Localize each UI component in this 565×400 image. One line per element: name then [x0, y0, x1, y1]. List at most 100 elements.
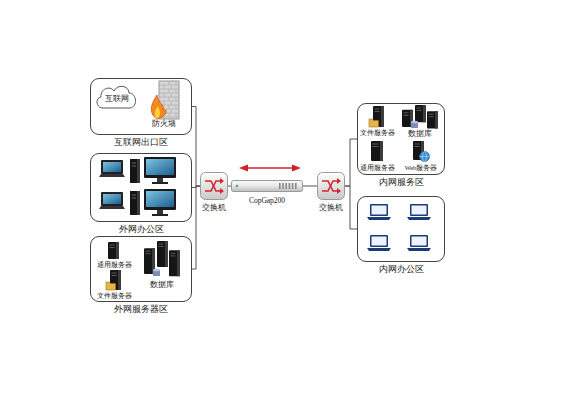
device-label: CopGap200 — [229, 197, 305, 206]
server-slot — [414, 146, 419, 147]
zone-group: 外网办公区 — [90, 153, 192, 222]
zone-group: 互联网防火墙互联网出口区 — [90, 78, 192, 135]
device-label: 文件服务器 — [358, 129, 396, 137]
brick-joint — [164, 101, 165, 105]
db-icon — [144, 241, 180, 276]
server-slot — [429, 116, 434, 117]
zone-heading: 外网服务器区 — [90, 304, 192, 314]
brick-joint — [169, 113, 170, 117]
server-slot — [159, 244, 164, 245]
brick-joint — [169, 81, 170, 85]
server-slot — [110, 245, 115, 246]
zone-box — [357, 196, 445, 262]
server-slot — [146, 251, 151, 252]
server-shape — [371, 141, 384, 161]
firewall-node: 防火墙 — [141, 81, 187, 131]
device-vent — [289, 183, 291, 189]
arrow-head — [239, 165, 248, 172]
zone-group: 文件服务器数据库通用服务器Web服务器内网服务区 — [357, 103, 445, 175]
flame — [151, 95, 166, 119]
server-slot — [146, 253, 151, 254]
brick-joint — [176, 89, 177, 93]
switch-arrow — [205, 181, 221, 191]
server-slot — [110, 247, 115, 248]
server-slot — [414, 144, 419, 145]
device-vent — [282, 183, 284, 189]
server-node: 通用服务器 — [358, 141, 396, 174]
db-cylinder-top — [153, 269, 160, 272]
switch-icon — [201, 173, 228, 200]
server-side — [165, 241, 168, 267]
brick-joint — [176, 97, 177, 101]
firewall-icon — [151, 81, 179, 121]
cloud-label: 互联网 — [95, 94, 139, 103]
db-shape — [143, 241, 181, 277]
brick-joint — [171, 117, 172, 119]
server-slot — [404, 115, 409, 116]
device-label: 通用服务器 — [93, 261, 135, 269]
network-link — [345, 139, 357, 186]
brick-joint — [176, 81, 177, 85]
network-link — [345, 186, 357, 229]
brick-joint — [164, 93, 165, 97]
fileserver-node: 文件服务器 — [358, 106, 396, 139]
desktop-computer — [99, 189, 176, 216]
globe — [419, 152, 429, 162]
switch-arrow-head — [337, 178, 341, 184]
server-slot — [375, 109, 380, 110]
device-label: 数据库 — [137, 281, 187, 290]
db-icon — [402, 105, 438, 129]
fileserver-icon — [106, 270, 121, 290]
web-node: Web服务器 — [398, 141, 444, 174]
brick-joint — [171, 93, 172, 97]
db-node: 数据库 — [137, 241, 187, 293]
gap-node: CopGap200 — [229, 180, 305, 216]
network-link — [192, 186, 200, 269]
zone-heading: 内网服务区 — [357, 177, 445, 187]
switch-arrow — [322, 181, 338, 191]
zone-box: 互联网防火墙 — [90, 78, 192, 135]
brick-joint — [169, 89, 170, 93]
folder — [106, 282, 116, 290]
web-icon — [413, 141, 430, 162]
brick-joint — [169, 105, 170, 109]
server-body — [169, 250, 180, 276]
switch-icon — [318, 173, 345, 200]
switch-shape — [200, 172, 228, 200]
device-label: 防火墙 — [141, 120, 187, 129]
brick-joint — [171, 109, 172, 113]
fileserver-icon — [369, 106, 384, 127]
server-side — [118, 270, 121, 290]
server-slot — [417, 110, 422, 111]
server-body — [157, 241, 168, 267]
brick-joint — [176, 113, 177, 117]
server-body — [427, 111, 438, 128]
cloud-node: 互联网 — [95, 83, 139, 111]
switch-node: 交换机 — [315, 172, 347, 216]
web-shape — [413, 141, 430, 162]
brick-joint — [176, 105, 177, 109]
server-side — [177, 250, 180, 276]
server-slot — [372, 146, 378, 147]
laptop-computer — [367, 235, 391, 251]
switch-body — [201, 173, 228, 200]
device-led — [236, 185, 239, 188]
server-side — [423, 105, 426, 122]
switch-arrow-head — [220, 178, 224, 184]
server-slot — [372, 144, 378, 145]
laptop-computer — [407, 204, 431, 220]
switch-body — [318, 173, 345, 200]
zone-heading: 互联网出口区 — [90, 137, 192, 147]
laptop-computer — [367, 204, 391, 220]
network-link — [192, 107, 200, 187]
gap-icon — [232, 181, 303, 192]
flame-core — [155, 106, 160, 119]
device-label: 文件服务器 — [93, 292, 135, 300]
gap-shape — [231, 180, 303, 192]
db-node: 数据库 — [396, 105, 444, 140]
server-body — [415, 105, 426, 122]
brick-joint — [171, 85, 172, 89]
